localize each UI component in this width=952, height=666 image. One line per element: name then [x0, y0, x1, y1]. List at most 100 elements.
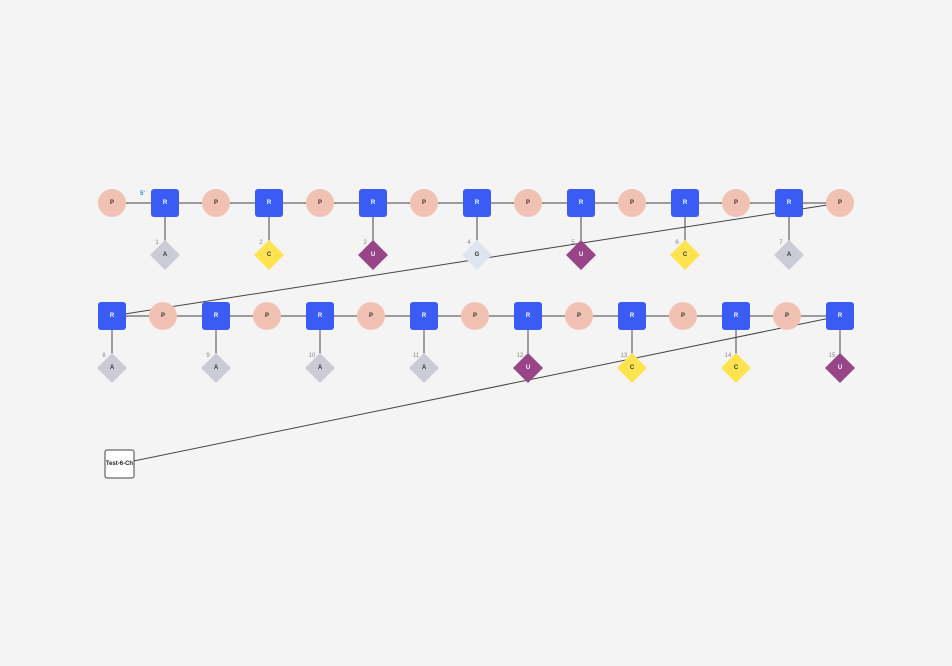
- base-label: G: [475, 252, 480, 258]
- base-node-G: [462, 240, 492, 270]
- ribose-node: [306, 302, 334, 330]
- phosphate-node: [722, 189, 750, 217]
- phosphate-node: [253, 302, 281, 330]
- ribose-node: [671, 189, 699, 217]
- nucleotide-number: 15: [829, 353, 836, 359]
- ribose-label: R: [630, 313, 635, 319]
- ribose-label: R: [579, 200, 584, 206]
- phosphate-label: P: [630, 200, 634, 206]
- base-label: A: [422, 365, 427, 371]
- ribose-node: [255, 189, 283, 217]
- nucleotide-number: 4: [467, 240, 471, 246]
- nucleotide-number: 2: [259, 240, 263, 246]
- base-node-C: [617, 353, 647, 383]
- ribose-node: [359, 189, 387, 217]
- nucleotide-number: 8: [102, 353, 106, 359]
- nucleotide-number: 9: [206, 353, 210, 359]
- base-node-A: [150, 240, 180, 270]
- nucleotide-number: 3: [363, 240, 367, 246]
- ribose-label: R: [787, 200, 792, 206]
- phosphate-node: [202, 189, 230, 217]
- base-node-U: [566, 240, 596, 270]
- nucleotide-number: 5: [571, 240, 575, 246]
- base-node-A: [774, 240, 804, 270]
- phosphate-label: P: [734, 200, 738, 206]
- five-prime-label: 5': [140, 191, 145, 197]
- phosphate-label: P: [422, 200, 426, 206]
- ribose-node: [463, 189, 491, 217]
- phosphate-node: [826, 189, 854, 217]
- ribose-label: R: [371, 200, 376, 206]
- ribose-node: [826, 302, 854, 330]
- ribose-node: [775, 189, 803, 217]
- phosphate-label: P: [473, 313, 477, 319]
- nucleotide-number: 7: [779, 240, 783, 246]
- ribose-label: R: [318, 313, 323, 319]
- nucleotide-number: 12: [517, 353, 524, 359]
- phosphate-node: [149, 302, 177, 330]
- ribose-label: R: [163, 200, 168, 206]
- phosphate-label: P: [214, 200, 218, 206]
- ribose-label: R: [422, 313, 427, 319]
- phosphate-label: P: [785, 313, 789, 319]
- phosphate-node: [98, 189, 126, 217]
- base-node-C: [721, 353, 751, 383]
- phosphate-label: P: [681, 313, 685, 319]
- nucleotide-number: 1: [155, 240, 159, 246]
- ribose-label: R: [734, 313, 739, 319]
- base-node-A: [305, 353, 335, 383]
- base-label: A: [214, 365, 219, 371]
- phosphate-label: P: [577, 313, 581, 319]
- base-label: C: [630, 365, 635, 371]
- nucleotide-number: 10: [309, 353, 316, 359]
- phosphate-label: P: [369, 313, 373, 319]
- ribose-label: R: [526, 313, 531, 319]
- ribose-node: [567, 189, 595, 217]
- phosphate-label: P: [838, 200, 842, 206]
- chain-end-box: [104, 449, 135, 479]
- base-label: C: [734, 365, 739, 371]
- base-label: C: [267, 252, 272, 258]
- base-node-A: [201, 353, 231, 383]
- base-node-C: [254, 240, 284, 270]
- phosphate-label: P: [526, 200, 530, 206]
- phosphate-node: [410, 189, 438, 217]
- base-node-C: [670, 240, 700, 270]
- base-label: U: [579, 252, 583, 258]
- phosphate-node: [357, 302, 385, 330]
- phosphate-node: [565, 302, 593, 330]
- phosphate-node: [773, 302, 801, 330]
- base-label: U: [838, 365, 842, 371]
- phosphate-node: [618, 189, 646, 217]
- phosphate-label: P: [318, 200, 322, 206]
- chain-end-bond-line: [118, 315, 841, 465]
- base-label: U: [371, 252, 375, 258]
- base-label: A: [110, 365, 115, 371]
- phosphate-label: P: [161, 313, 165, 319]
- base-label: A: [318, 365, 323, 371]
- phosphate-label: P: [110, 200, 114, 206]
- nucleotide-number: 14: [725, 353, 732, 359]
- base-node-U: [358, 240, 388, 270]
- base-label: A: [787, 252, 792, 258]
- phosphate-node: [514, 189, 542, 217]
- chain-end-label: Test-6-Ch: [106, 461, 134, 467]
- ribose-label: R: [475, 200, 480, 206]
- base-label: A: [163, 252, 168, 258]
- base-node-U: [513, 353, 543, 383]
- ribose-label: R: [214, 313, 219, 319]
- ribose-label: R: [683, 200, 688, 206]
- ribose-node: [202, 302, 230, 330]
- phosphate-label: P: [265, 313, 269, 319]
- ribose-node: [722, 302, 750, 330]
- ribose-label: R: [838, 313, 843, 319]
- ribose-node: [618, 302, 646, 330]
- base-label: U: [526, 365, 530, 371]
- ribose-label: R: [110, 313, 115, 319]
- base-node-U: [825, 353, 855, 383]
- nucleotide-number: 11: [413, 353, 420, 359]
- phosphate-node: [306, 189, 334, 217]
- ribose-node: [410, 302, 438, 330]
